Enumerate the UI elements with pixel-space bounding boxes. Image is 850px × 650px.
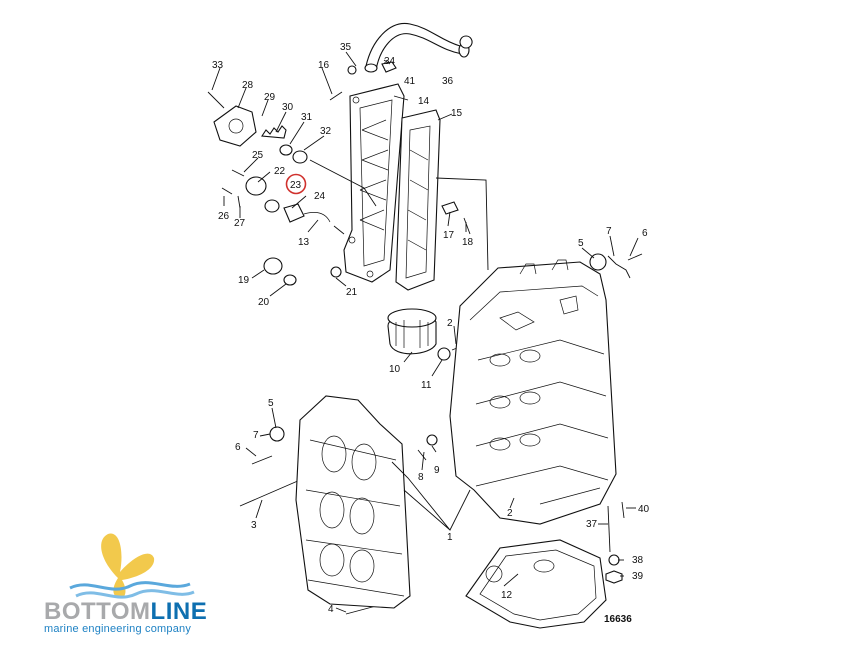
callout: 37: [586, 519, 598, 530]
callout: 36: [442, 76, 454, 87]
callout: 35: [340, 42, 352, 53]
callout: 21: [346, 287, 358, 298]
callout: 6: [642, 228, 648, 239]
callout: 12: [501, 590, 513, 601]
propeller-icon: [101, 533, 155, 599]
callout: 16: [318, 60, 330, 71]
brand-part2: LINE: [150, 598, 208, 625]
callout: 4: [328, 604, 334, 615]
callout: 23: [290, 180, 302, 191]
callout: 13: [298, 237, 310, 248]
callout: 2: [447, 318, 453, 329]
callout: 20: [258, 297, 270, 308]
brand-tagline: marine engineering company: [44, 623, 192, 635]
callout: 30: [282, 102, 294, 113]
bottomline-logo-graphic: [69, 533, 195, 599]
callout: 10: [389, 364, 401, 375]
callout: 28: [242, 80, 254, 91]
callout: 14: [418, 96, 430, 107]
callout: 17: [443, 230, 455, 241]
callout: 31: [301, 112, 313, 123]
bracket-upper: [589, 253, 643, 279]
brand-part1: BOTTOM: [44, 598, 151, 625]
callout: 38: [632, 555, 644, 566]
callout: 8: [418, 472, 424, 483]
crankcase-cover: [269, 395, 438, 609]
callout-labels: 1 2 2 3 4 5 5 6 6 7 7 8 9 10 11 12 13 14…: [212, 42, 650, 615]
callout: 15: [451, 108, 463, 119]
callout: 5: [268, 398, 274, 409]
base-gasket: [465, 539, 623, 629]
exhaust-cover: [343, 83, 405, 283]
callout: 26: [218, 211, 230, 222]
callout: 11: [421, 380, 432, 391]
callout: 6: [235, 442, 241, 453]
hose-assembly: [347, 22, 473, 75]
oil-filter: [387, 308, 451, 361]
callout: 34: [384, 56, 396, 67]
drawing-number: 16636: [604, 614, 632, 625]
cylinder-block: [449, 259, 617, 525]
callout: 27: [234, 218, 246, 229]
brand-wordmark: BOTTOMLINE: [44, 598, 207, 626]
leader-lines: [211, 51, 639, 613]
callout: 41: [404, 76, 416, 87]
exhaust-gasket: [395, 109, 441, 291]
callout: 18: [462, 237, 474, 248]
callout: 24: [314, 191, 326, 202]
thermostat-parts: [213, 105, 459, 286]
callout: 3: [251, 520, 257, 531]
callout: 33: [212, 60, 224, 71]
callout: 5: [578, 238, 584, 249]
highlight-circle-23: [285, 173, 307, 195]
callout: 19: [238, 275, 250, 286]
callout: 1: [447, 532, 453, 543]
callout: 39: [632, 571, 644, 582]
callout: 40: [638, 504, 650, 515]
callout: 2: [507, 508, 513, 519]
callout: 7: [253, 430, 259, 441]
callout: 25: [252, 150, 264, 161]
callout: 22: [274, 166, 286, 177]
callout: 29: [264, 92, 276, 103]
callout: 9: [434, 465, 440, 476]
callout: 7: [606, 226, 612, 237]
callout: 32: [320, 126, 332, 137]
